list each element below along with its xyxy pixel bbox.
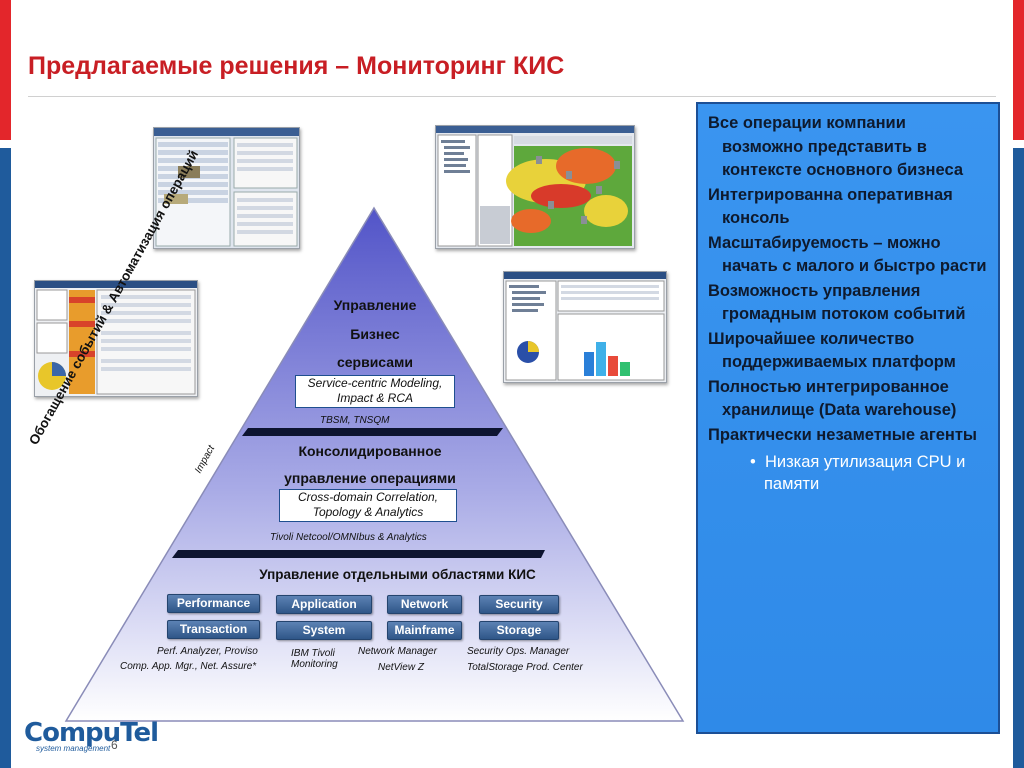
products-col4-line2: TotalStorage Prod. Center: [467, 662, 583, 673]
chip-mainframe: Mainframe: [387, 621, 462, 640]
chip-network: Network: [387, 595, 462, 614]
chip-security: Security: [479, 595, 559, 614]
bullet-icon: •: [750, 453, 765, 471]
logo-tagline: system management: [36, 744, 111, 753]
right-blue-bar: [1013, 148, 1024, 768]
screenshot-reports: [503, 271, 667, 383]
company-logo: CompuTel system management: [24, 718, 159, 753]
screenshot-dashboard-image: [35, 281, 197, 396]
chip-system: System: [276, 621, 372, 640]
benefit-item: Масштабируемость – можно начать с малого…: [708, 233, 987, 276]
middle-tier-box: Cross-domain Correlation, Topology & Ana…: [279, 489, 457, 522]
benefit-item: Широчайшее количество поддерживаемых пла…: [708, 329, 956, 372]
screenshot-heatmap-image: [436, 126, 634, 248]
benefit-item: Практически незаметные агенты: [708, 425, 978, 444]
logo-name: CompuTel: [24, 718, 159, 748]
chip-performance: Performance: [167, 594, 260, 613]
pyramid-divider-lower: [172, 550, 545, 558]
screenshot-console-1: [153, 127, 300, 249]
benefit-item: Все операции компании возможно представи…: [708, 114, 964, 179]
top-tier-line1: Управление: [333, 297, 417, 313]
top-tier-line2: Бизнес: [350, 326, 400, 342]
chip-storage: Storage: [479, 621, 559, 640]
middle-tier-line1: Консолидированное: [298, 443, 442, 459]
products-col3-line1: Network Manager: [358, 646, 437, 657]
products-col2-line2: Monitoring: [291, 659, 338, 670]
screenshot-dashboard: [34, 280, 198, 397]
right-red-bar: [1013, 0, 1024, 140]
pyramid-shape: [64, 206, 685, 722]
screenshot-reports-image: [504, 272, 666, 382]
left-red-bar: [0, 0, 11, 140]
top-tier-products: TBSM, TNSQM: [320, 415, 390, 426]
page-number: 6: [111, 738, 118, 752]
products-col3-line2: NetView Z: [378, 662, 424, 673]
products-col1-line1: Perf. Analyzer, Proviso: [157, 646, 258, 657]
benefit-item: Интегрированна оперативная консоль: [708, 185, 953, 228]
middle-tier-products: Tivoli Netcool/OMNIbus & Analytics: [270, 532, 427, 543]
screenshot-heatmap: [435, 125, 635, 249]
pyramid-graphic: [64, 206, 685, 722]
middle-tier-line2: управление операциями: [284, 470, 456, 486]
benefits-panel: Все операции компании возможно представи…: [696, 102, 1000, 734]
top-tier-box: Service-centric Modeling, Impact & RCA: [295, 375, 455, 408]
pyramid-divider-upper: [242, 428, 503, 436]
bottom-tier-title: Управление отдельными областями КИС: [259, 567, 536, 582]
top-tier-line3: сервисами: [336, 354, 414, 370]
chip-application: Application: [276, 595, 372, 614]
benefit-item: Полностью интегрированное хранилище (Dat…: [708, 377, 957, 420]
benefit-item: Возможность управления громадным потоком…: [708, 281, 966, 324]
products-col1-line2: Comp. App. Mgr., Net. Assure*: [120, 661, 257, 672]
chip-transaction: Transaction: [167, 620, 260, 639]
left-blue-bar: [0, 148, 11, 768]
products-col2-line1: IBM Tivoli: [291, 648, 335, 659]
title-divider: [28, 96, 996, 97]
products-col4-line1: Security Ops. Manager: [467, 646, 570, 657]
benefit-subitem: • Низкая утилизация CPU и памяти: [708, 451, 988, 495]
benefit-subitem-text: Низкая утилизация CPU и памяти: [764, 453, 966, 493]
screenshot-console-1-image: [154, 128, 299, 248]
slide-title: Предлагаемые решения – Мониторинг КИС: [28, 52, 565, 80]
